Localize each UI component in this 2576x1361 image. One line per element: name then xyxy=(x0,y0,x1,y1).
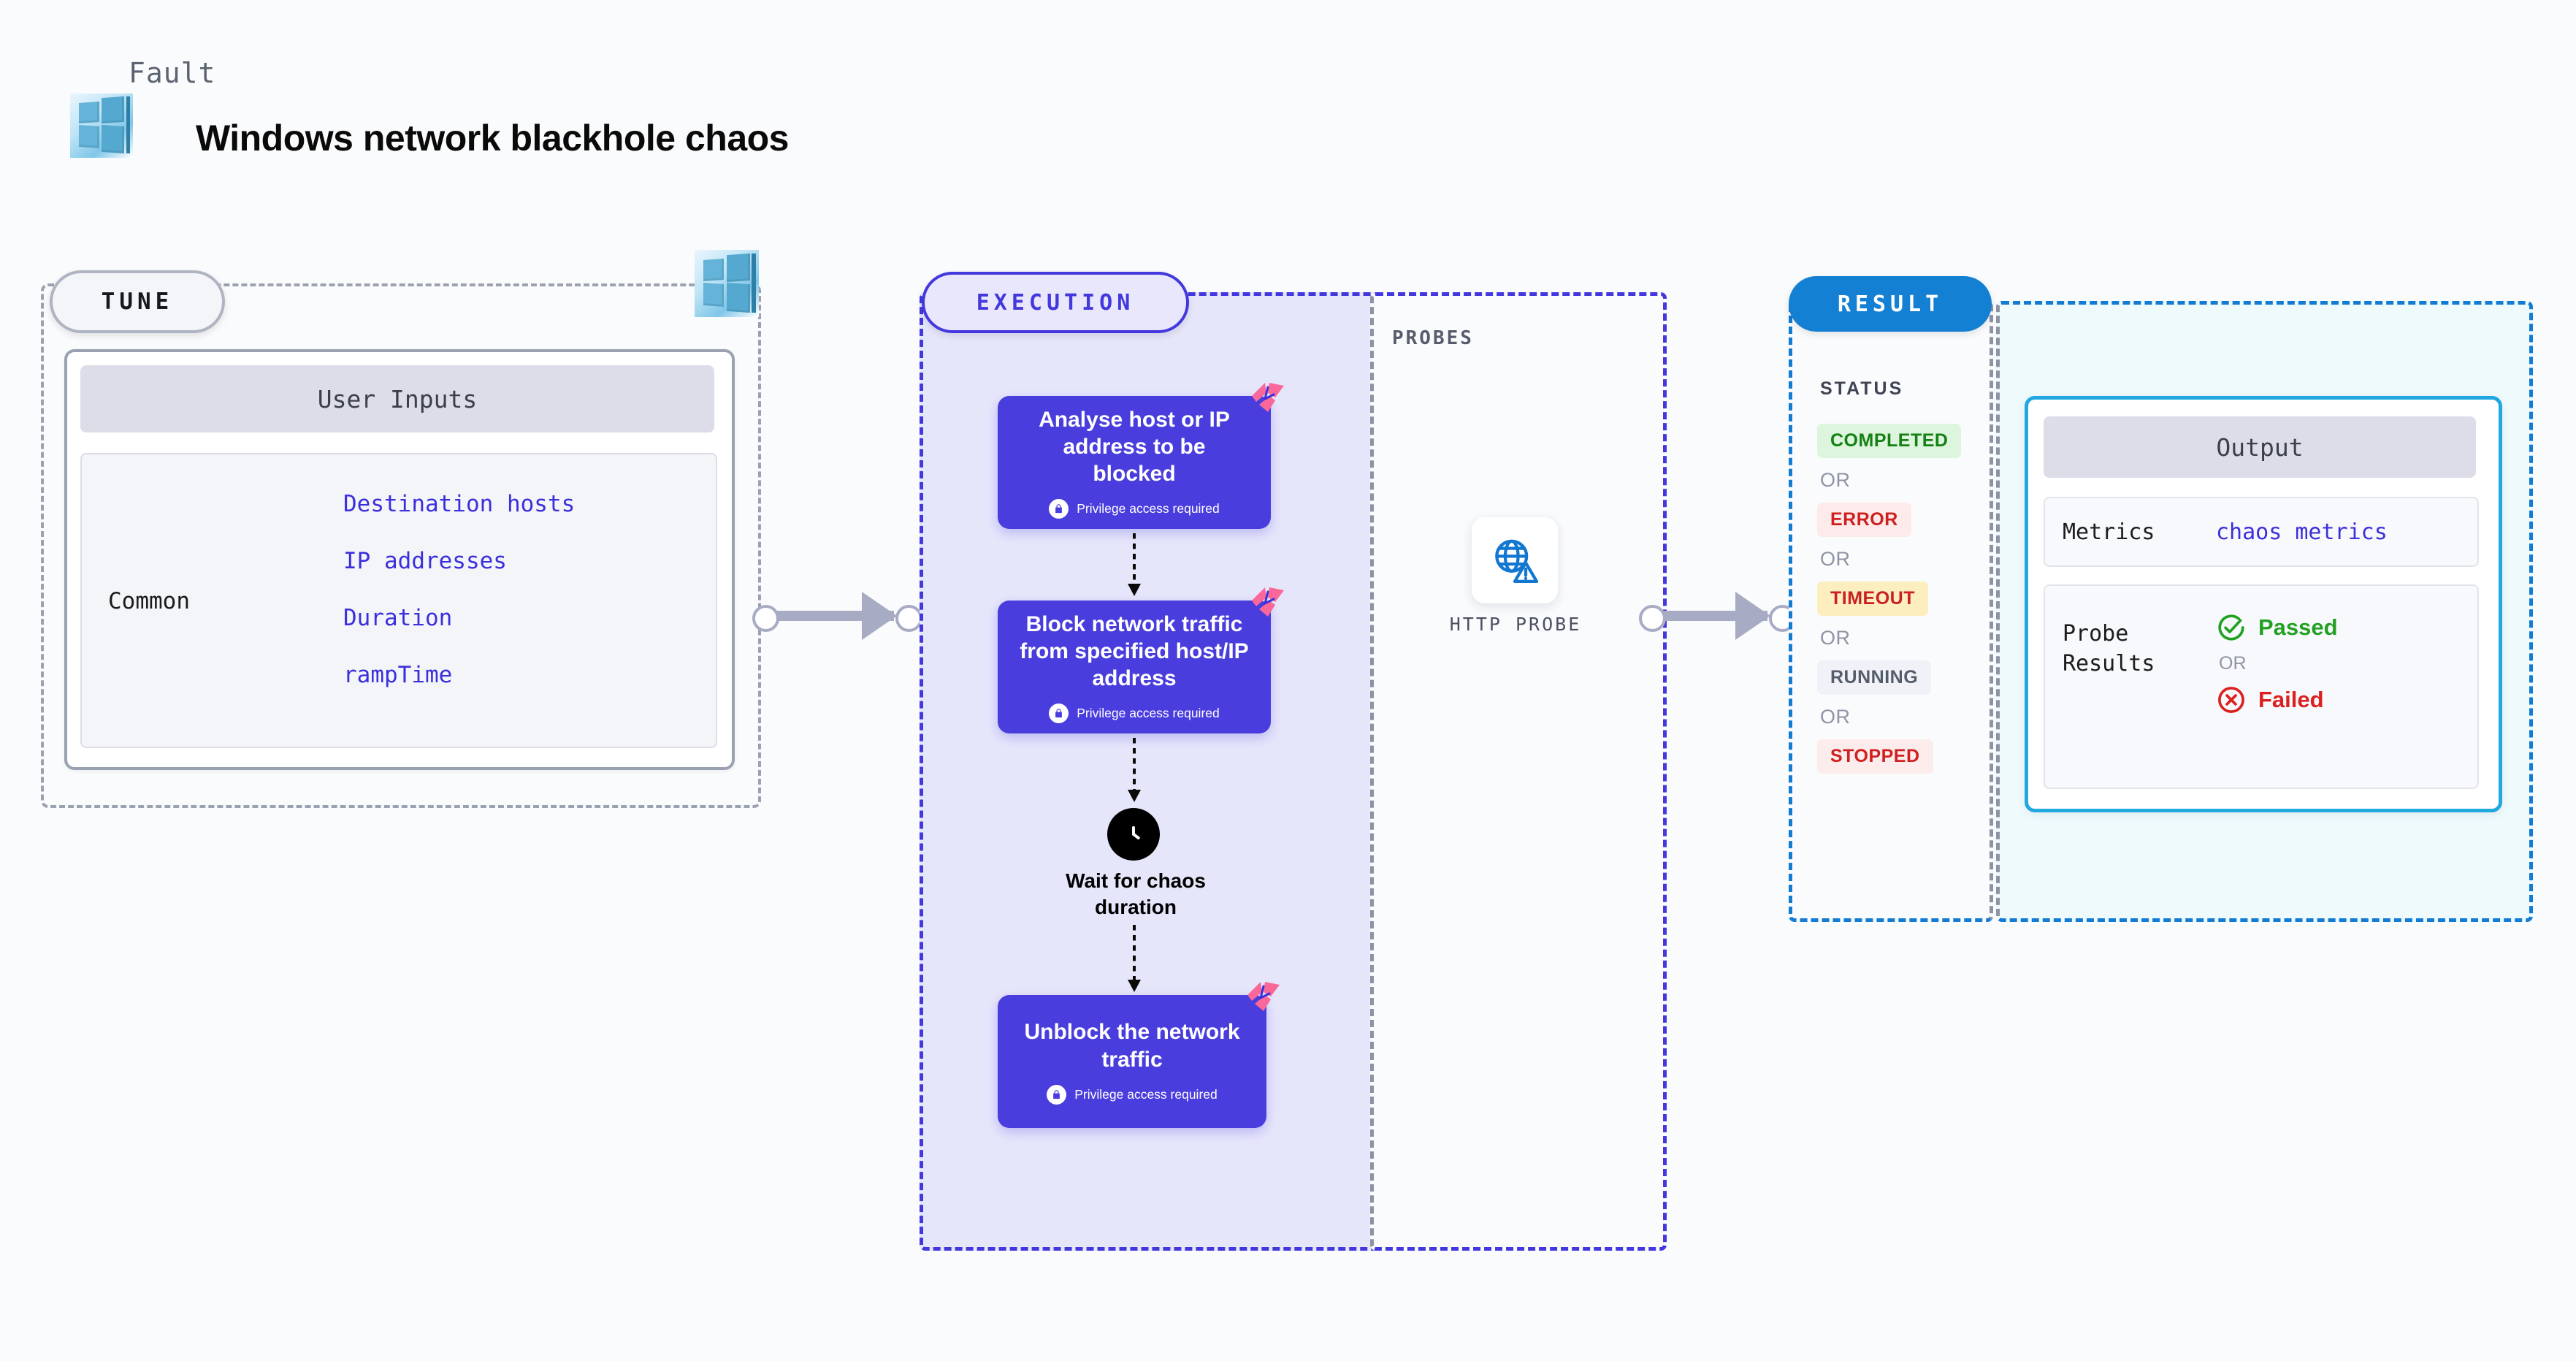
status-badge-error: ERROR xyxy=(1817,503,1911,537)
tune-windows-logo-icon xyxy=(695,250,759,317)
status-badge-running: RUNNING xyxy=(1817,660,1932,695)
execution-pill[interactable]: EXECUTION xyxy=(922,272,1189,333)
tune-pill[interactable]: TUNE xyxy=(50,270,225,333)
connector-execution-to-result xyxy=(1639,592,1808,640)
tune-param-ip-addresses[interactable]: IP addresses xyxy=(343,548,507,574)
probe-results-label: Probe Results xyxy=(2063,621,2155,676)
status-or-text: OR xyxy=(1820,627,1851,649)
output-metrics-row: Metrics chaos metrics xyxy=(2044,497,2479,567)
result-pill[interactable]: RESULT xyxy=(1789,276,1992,332)
status-badge-timeout: TIMEOUT xyxy=(1817,582,1928,616)
wait-for-chaos-duration-label: Wait for chaos duration xyxy=(1066,869,1206,919)
execution-node-title: Unblock the network traffic xyxy=(1024,1020,1240,1072)
probe-result-failed: Failed xyxy=(2216,685,2338,715)
flow-arrow-block-to-wait xyxy=(1128,738,1141,802)
status-or-text: OR xyxy=(1820,706,1851,728)
probe-results-values: Passed OR Failed xyxy=(2216,612,2338,715)
tune-group-label: Common xyxy=(108,588,190,614)
metrics-label: Metrics xyxy=(2063,519,2155,545)
status-label: STATUS xyxy=(1820,378,1904,399)
lock-icon xyxy=(1049,704,1069,724)
output-probe-results-row: Probe Results Passed OR Failed xyxy=(2044,584,2479,789)
http-probe-label: HTTP PROBE xyxy=(1449,614,1582,635)
tune-param-destination-hosts[interactable]: Destination hosts xyxy=(343,491,576,517)
metrics-value[interactable]: chaos metrics xyxy=(2216,519,2388,545)
fault-windows-logo-icon xyxy=(70,94,133,158)
probe-result-passed-text: Passed xyxy=(2258,614,2338,640)
probe-result-or-text: OR xyxy=(2219,653,2247,674)
connector-endpoint-dot xyxy=(1639,605,1666,632)
check-circle-icon xyxy=(2218,614,2244,641)
connector-endpoint-dot xyxy=(752,605,779,632)
litmus-chaos-icon xyxy=(1252,587,1284,617)
probe-result-passed: Passed xyxy=(2216,612,2338,643)
execution-node-title: Analyse host or IP address to be blocked xyxy=(1039,407,1230,487)
tune-region xyxy=(41,283,761,808)
output-header: Output xyxy=(2044,416,2476,478)
status-badge-stopped: STOPPED xyxy=(1817,739,1933,774)
execution-node-privilege: Privilege access required xyxy=(1047,1084,1218,1105)
lock-icon xyxy=(1047,1084,1067,1105)
status-badge-completed: COMPLETED xyxy=(1817,424,1962,458)
flow-arrow-analyse-to-block xyxy=(1128,533,1141,596)
http-probe-card[interactable] xyxy=(1472,517,1558,603)
status-or-text: OR xyxy=(1820,469,1851,491)
tune-param-ramptime[interactable]: rampTime xyxy=(343,662,453,688)
lock-icon xyxy=(1049,499,1069,519)
fault-label: Fault xyxy=(129,57,216,89)
user-inputs-header: User Inputs xyxy=(80,365,714,432)
execution-node-unblock[interactable]: Unblock the network traffic Privilege ac… xyxy=(998,982,1280,1128)
probes-section-label: PROBES xyxy=(1392,327,1474,349)
execution-node-privilege-text: Privilege access required xyxy=(1077,706,1220,721)
clock-icon xyxy=(1107,808,1160,861)
execution-node-privilege: Privilege access required xyxy=(1049,704,1220,724)
status-or-text: OR xyxy=(1820,548,1851,570)
page-title: Windows network blackhole chaos xyxy=(196,118,790,159)
execution-node-analyse[interactable]: Analyse host or IP address to be blocked… xyxy=(998,383,1284,529)
connector-endpoint-dot xyxy=(895,605,922,632)
connector-tune-to-execution xyxy=(752,592,935,640)
execution-node-title: Block network traffic from specified hos… xyxy=(1020,611,1249,691)
probes-region xyxy=(1370,292,1667,1251)
tune-param-list: Destination hosts IP addresses Duration … xyxy=(343,491,650,688)
x-circle-icon xyxy=(2218,687,2244,713)
litmus-chaos-icon xyxy=(1252,383,1284,412)
flow-arrow-wait-to-unblock xyxy=(1128,925,1141,992)
tune-param-duration[interactable]: Duration xyxy=(343,605,453,631)
globe-warning-icon xyxy=(1495,539,1539,584)
user-inputs-body xyxy=(80,453,717,748)
execution-node-block[interactable]: Block network traffic from specified hos… xyxy=(998,587,1284,733)
execution-node-privilege-text: Privilege access required xyxy=(1077,501,1220,516)
status-list: COMPLETED OR ERROR OR TIMEOUT OR RUNNING… xyxy=(1817,424,1985,774)
probe-result-failed-text: Failed xyxy=(2258,687,2324,712)
litmus-chaos-icon xyxy=(1247,982,1280,1011)
execution-node-privilege-text: Privilege access required xyxy=(1074,1086,1218,1102)
execution-node-privilege: Privilege access required xyxy=(1049,499,1220,519)
